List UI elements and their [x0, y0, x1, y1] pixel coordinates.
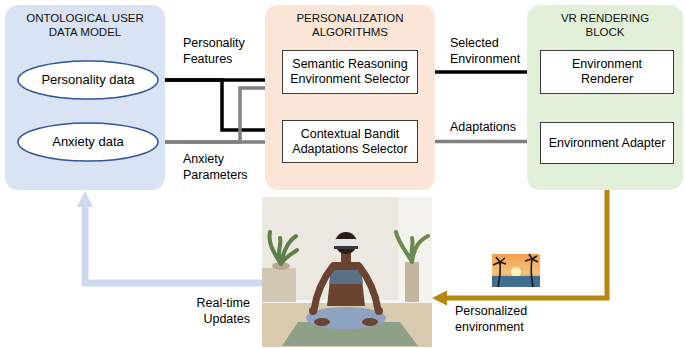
- meditation-photo: [309, 307, 317, 315]
- loop-label: Real-time Updates: [160, 296, 250, 327]
- meditation-photo: [362, 318, 378, 326]
- edge-label: Selected Environment: [450, 36, 540, 67]
- meditation-photo: [359, 266, 378, 310]
- beach-thumbnail: [498, 262, 500, 287]
- edge-label: Anxiety Parameters: [183, 152, 261, 183]
- meditation-photo: [306, 307, 386, 329]
- meditation-photo: [262, 197, 432, 347]
- edge-label: Personality Features: [183, 36, 261, 67]
- meditation-photo: [314, 266, 333, 310]
- ellipse-outline: [18, 123, 158, 161]
- node-label: Personality data: [41, 72, 134, 88]
- beach-thumbnail: [492, 254, 540, 287]
- meditation-photo: [405, 262, 419, 302]
- meditation-photo: [335, 232, 357, 254]
- meditation-photo: [334, 246, 358, 249]
- meditation-photo: [329, 270, 363, 284]
- rendering-panel: VR RENDERING BLOCK Environment RendererEn…: [527, 5, 683, 190]
- panel-title: ONTOLOGICAL USER DATA MODEL: [18, 12, 153, 40]
- node-label: Semantic Reasoning Environment Selector: [289, 57, 411, 87]
- ellipse-outline: [18, 61, 158, 99]
- beach-thumbnail: [493, 257, 506, 265]
- meditation-photo: [375, 307, 383, 315]
- edge-label: Adaptations: [450, 120, 540, 136]
- meditation-photo: [334, 239, 358, 249]
- panel-title: VR RENDERING BLOCK: [550, 12, 660, 40]
- meditation-photo: [269, 232, 297, 264]
- meditation-photo: [396, 232, 428, 262]
- beach-thumbnail: [531, 259, 533, 287]
- update-arrow: [85, 207, 262, 283]
- node-label: Anxiety data: [52, 134, 124, 150]
- node-label: Environment Adapter: [549, 136, 666, 151]
- algorithm-panel: PERSONALIZATION ALGORITHMS Semantic Reaso…: [265, 5, 435, 190]
- beach-thumbnail: [511, 267, 521, 277]
- node-label: Environment Renderer: [547, 57, 667, 87]
- beach-thumbnail: [492, 254, 540, 287]
- meditation-photo: [262, 268, 296, 302]
- flow-arrow: [159, 88, 271, 142]
- meditation-photo: [314, 318, 330, 326]
- data-ellipse: Anxiety data: [17, 122, 159, 162]
- process-box: Contextual Bandit Adaptations Selector: [282, 120, 418, 163]
- panel-title: PERSONALIZATION ALGORITHMS: [275, 12, 425, 40]
- meditation-photo: [262, 197, 432, 347]
- loop-label: Personalized environment: [455, 304, 545, 335]
- node-label: Contextual Bandit Adaptations Selector: [289, 127, 411, 157]
- process-box: Environment Adapter: [540, 122, 674, 164]
- process-box: Environment Renderer: [540, 50, 674, 94]
- data-ellipse: Personality data: [17, 60, 159, 100]
- flow-arrow: [159, 140, 271, 144]
- beach-thumbnail: [525, 254, 538, 262]
- data-model-panel: ONTOLOGICAL USER DATA MODEL Personality d…: [5, 5, 165, 190]
- process-box: Semantic Reasoning Environment Selector: [282, 50, 418, 94]
- meditation-photo: [262, 302, 432, 347]
